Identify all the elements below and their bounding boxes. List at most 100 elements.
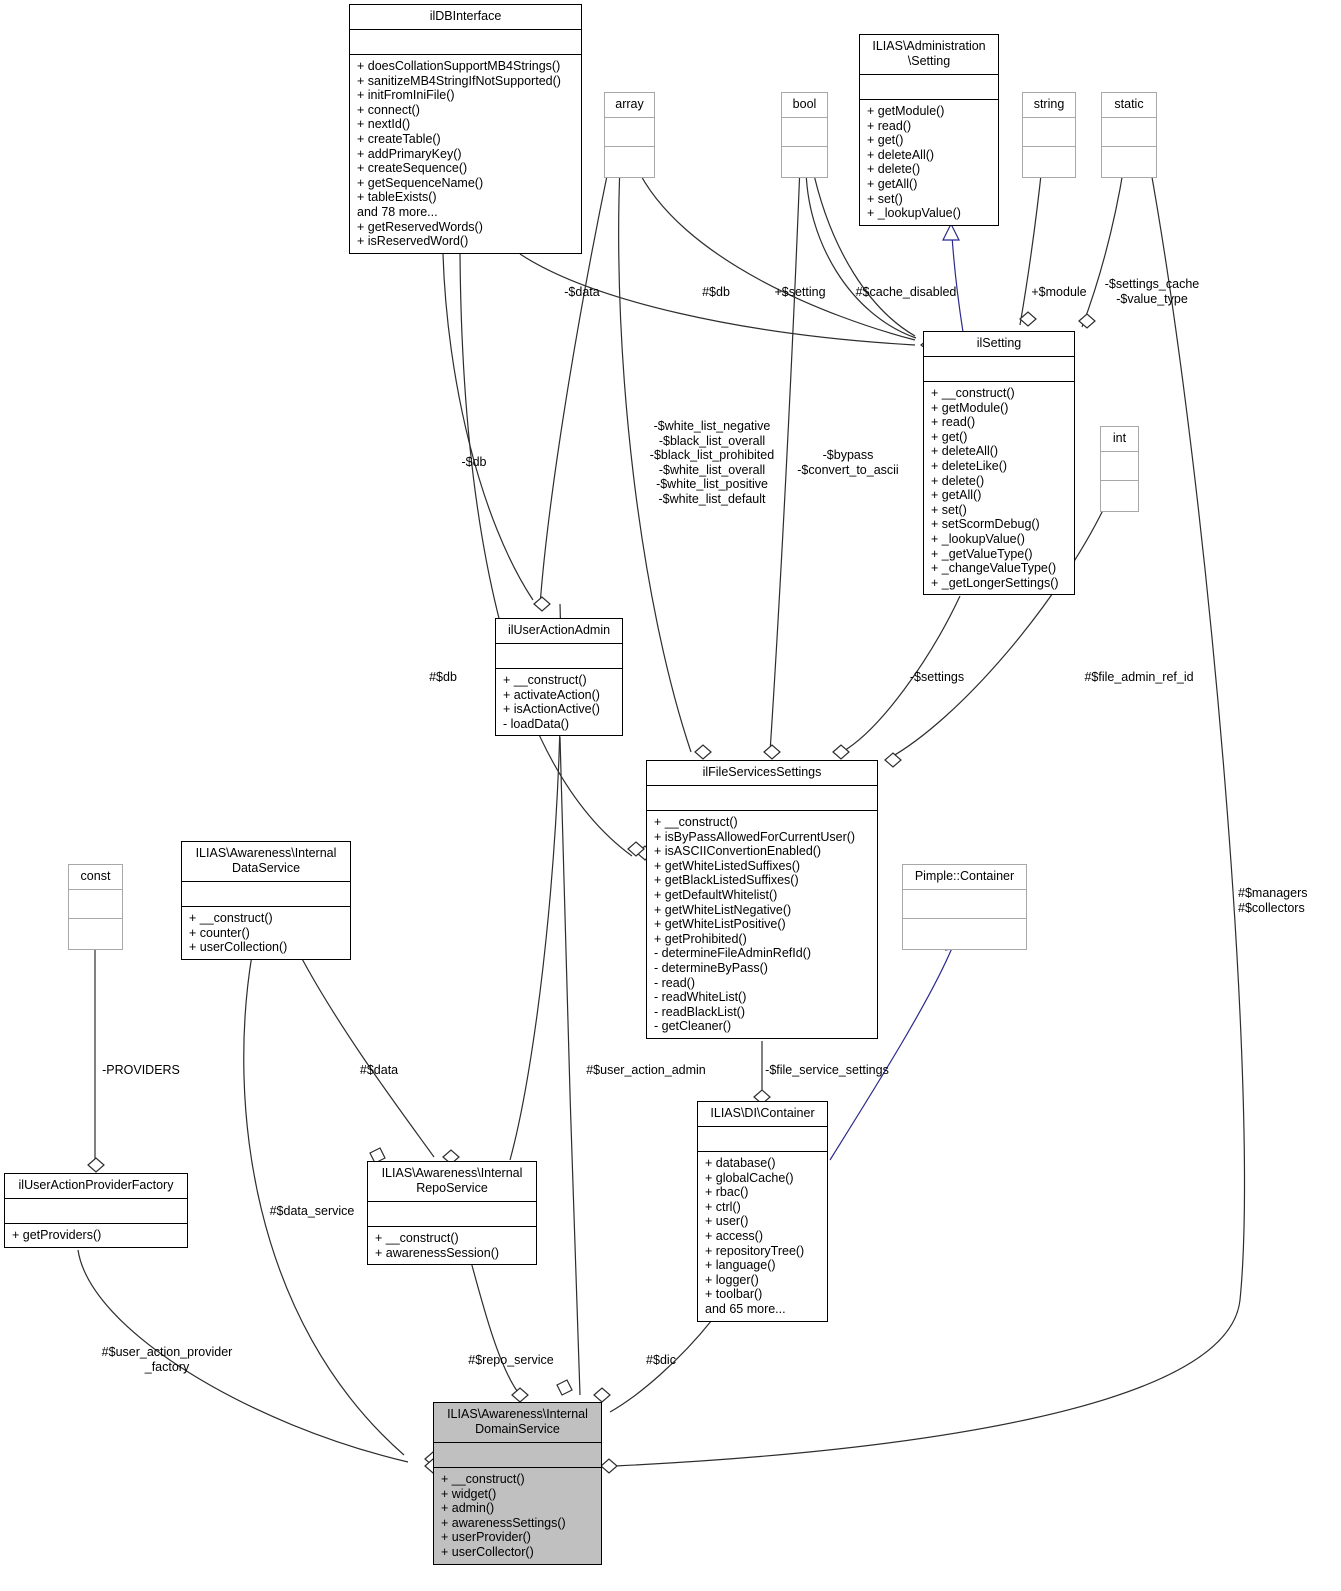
operation: + language(): [705, 1258, 776, 1273]
edge-label-dic: #$dic: [646, 1353, 676, 1367]
operation: + connect(): [357, 102, 420, 117]
operation: + _getLongerSettings(): [931, 575, 1059, 590]
class-string[interactable]: string: [1022, 92, 1076, 178]
class-attributes: [350, 30, 581, 55]
operation: + admin(): [441, 1501, 495, 1516]
operation: + getAll(): [931, 488, 982, 503]
edge-static-domainservice: [614, 165, 1246, 1467]
class-static[interactable]: static: [1101, 92, 1157, 178]
operation: + getWhiteListedSuffixes(): [654, 858, 801, 873]
operation: + user(): [705, 1214, 749, 1229]
class-attributes: [924, 357, 1074, 382]
class-ilfileservicessettings[interactable]: ilFileServicesSettings + __construct() +…: [646, 760, 878, 1039]
operation: + widget(): [441, 1486, 497, 1501]
operation: + __construct(): [931, 386, 1015, 400]
operation: + getBlackListedSuffixes(): [654, 873, 799, 888]
class-operations: [903, 919, 1026, 949]
operation: + isActionActive(): [503, 702, 600, 717]
class-ilias-administration-setting[interactable]: ILIAS\Administration \Setting + getModul…: [859, 34, 999, 226]
class-ilsetting[interactable]: ilSetting + __construct() + getModule() …: [923, 331, 1075, 596]
operation: - read(): [654, 975, 695, 990]
class-iluseractionproviderfactory[interactable]: ilUserActionProviderFactory + getProvide…: [4, 1173, 188, 1248]
edge-label-db-hash-mid: #$db: [429, 670, 457, 684]
class-attributes: [1023, 118, 1075, 147]
class-pimple-container[interactable]: Pimple::Container: [902, 864, 1027, 950]
operation: + database(): [705, 1156, 776, 1170]
class-title: ilFileServicesSettings: [647, 761, 877, 786]
operation: + ctrl(): [705, 1199, 741, 1214]
class-operations: + getModule() + read() + get() + deleteA…: [860, 100, 998, 225]
class-title: static: [1102, 93, 1156, 118]
operation: + userCollector(): [441, 1544, 534, 1559]
operation: + __construct(): [441, 1472, 525, 1486]
operation: - readWhiteList(): [654, 990, 747, 1005]
class-ilias-di-container[interactable]: ILIAS\DI\Container + database() + global…: [697, 1101, 828, 1322]
operation: - determineByPass(): [654, 960, 768, 975]
class-operations: + doesCollationSupportMB4Strings() + san…: [350, 55, 581, 253]
edge-label-data: -$data: [564, 285, 600, 299]
operation: + isASCIIConvertionEnabled(): [654, 844, 822, 859]
class-ildbinterface[interactable]: ilDBInterface + doesCollationSupportMB4S…: [349, 4, 582, 254]
operation: + getWhiteListPositive(): [654, 917, 786, 932]
operation: + getSequenceName(): [357, 175, 484, 190]
operation: + delete(): [867, 162, 921, 177]
operation: + sanitizeMB4StringIfNotSupported(): [357, 73, 561, 88]
operation: + logger(): [705, 1272, 759, 1287]
class-ilias-awareness-internal-reposervice[interactable]: ILIAS\Awareness\Internal RepoService + _…: [367, 1161, 537, 1266]
operation: + deleteAll(): [931, 444, 999, 459]
class-const[interactable]: const: [68, 864, 123, 950]
class-int[interactable]: int: [1100, 426, 1139, 512]
operation: + userCollection(): [189, 940, 288, 955]
class-attributes: [782, 118, 827, 147]
class-operations: [605, 147, 654, 177]
operation: + read(): [931, 415, 976, 430]
operation: and 65 more...: [705, 1301, 786, 1316]
class-ilias-awareness-internal-dataservice[interactable]: ILIAS\Awareness\Internal DataService + _…: [181, 841, 351, 960]
operation: + get(): [931, 429, 968, 444]
operation: + get(): [867, 133, 904, 148]
operation: + repositoryTree(): [705, 1243, 805, 1258]
operation: + _getValueType(): [931, 546, 1033, 561]
edge-dicontainer-domainservice: [609, 1319, 713, 1413]
class-iluseractionadmin[interactable]: ilUserActionAdmin + __construct() + acti…: [495, 618, 623, 737]
edge-label-setting: +$setting: [774, 285, 826, 299]
operation: + _lookupValue(): [867, 206, 961, 221]
operation: + __construct(): [503, 673, 587, 687]
operation: + deleteLike(): [931, 458, 1008, 473]
operation: + isReservedWord(): [357, 234, 469, 249]
edge-ildbinterface-ilsetting: [519, 253, 916, 346]
class-operations: + __construct() + getModule() + read() +…: [924, 382, 1074, 594]
edge-label-db-hash-top: #$db: [702, 285, 730, 299]
class-operations: [1023, 147, 1075, 177]
operation: + set(): [931, 502, 967, 517]
class-attributes: [1102, 118, 1156, 147]
operation: + getWhiteListNegative(): [654, 902, 792, 917]
class-operations: [782, 147, 827, 177]
class-title: ILIAS\Awareness\Internal DataService: [182, 842, 350, 882]
edge-reposervice-domainservice: [469, 1257, 521, 1396]
edge-array-ilfileservicessettings: [618, 165, 692, 753]
class-attributes: [182, 882, 350, 907]
class-bool[interactable]: bool: [781, 92, 828, 178]
class-operations: [69, 919, 122, 949]
operation: + __construct(): [654, 815, 738, 829]
operation: + toolbar(): [705, 1287, 763, 1302]
class-title: ILIAS\Awareness\Internal RepoService: [368, 1162, 536, 1202]
class-ilias-awareness-internal-domainservice[interactable]: ILIAS\Awareness\Internal DomainService +…: [433, 1402, 602, 1565]
operation: + __construct(): [375, 1231, 459, 1245]
class-title: const: [69, 865, 122, 890]
edge-label-user-action-provider-factory: #$user_action_provider _factory: [101, 1345, 233, 1374]
edge-int-ilfileservicessettings: [885, 503, 1107, 761]
class-attributes: [903, 890, 1026, 919]
operation: + delete(): [931, 473, 985, 488]
class-attributes: [368, 1202, 536, 1227]
edge-label-module: +$module: [1031, 285, 1087, 299]
operation: + getAll(): [867, 176, 918, 191]
operation: + createSequence(): [357, 161, 468, 176]
class-operations: + __construct() + activateAction() + isA…: [496, 669, 622, 735]
class-operations: + __construct() + isByPassAllowedForCurr…: [647, 811, 877, 1038]
operation: + getProhibited(): [654, 931, 747, 946]
operation: - readBlackList(): [654, 1004, 745, 1019]
class-array[interactable]: array: [604, 92, 655, 178]
